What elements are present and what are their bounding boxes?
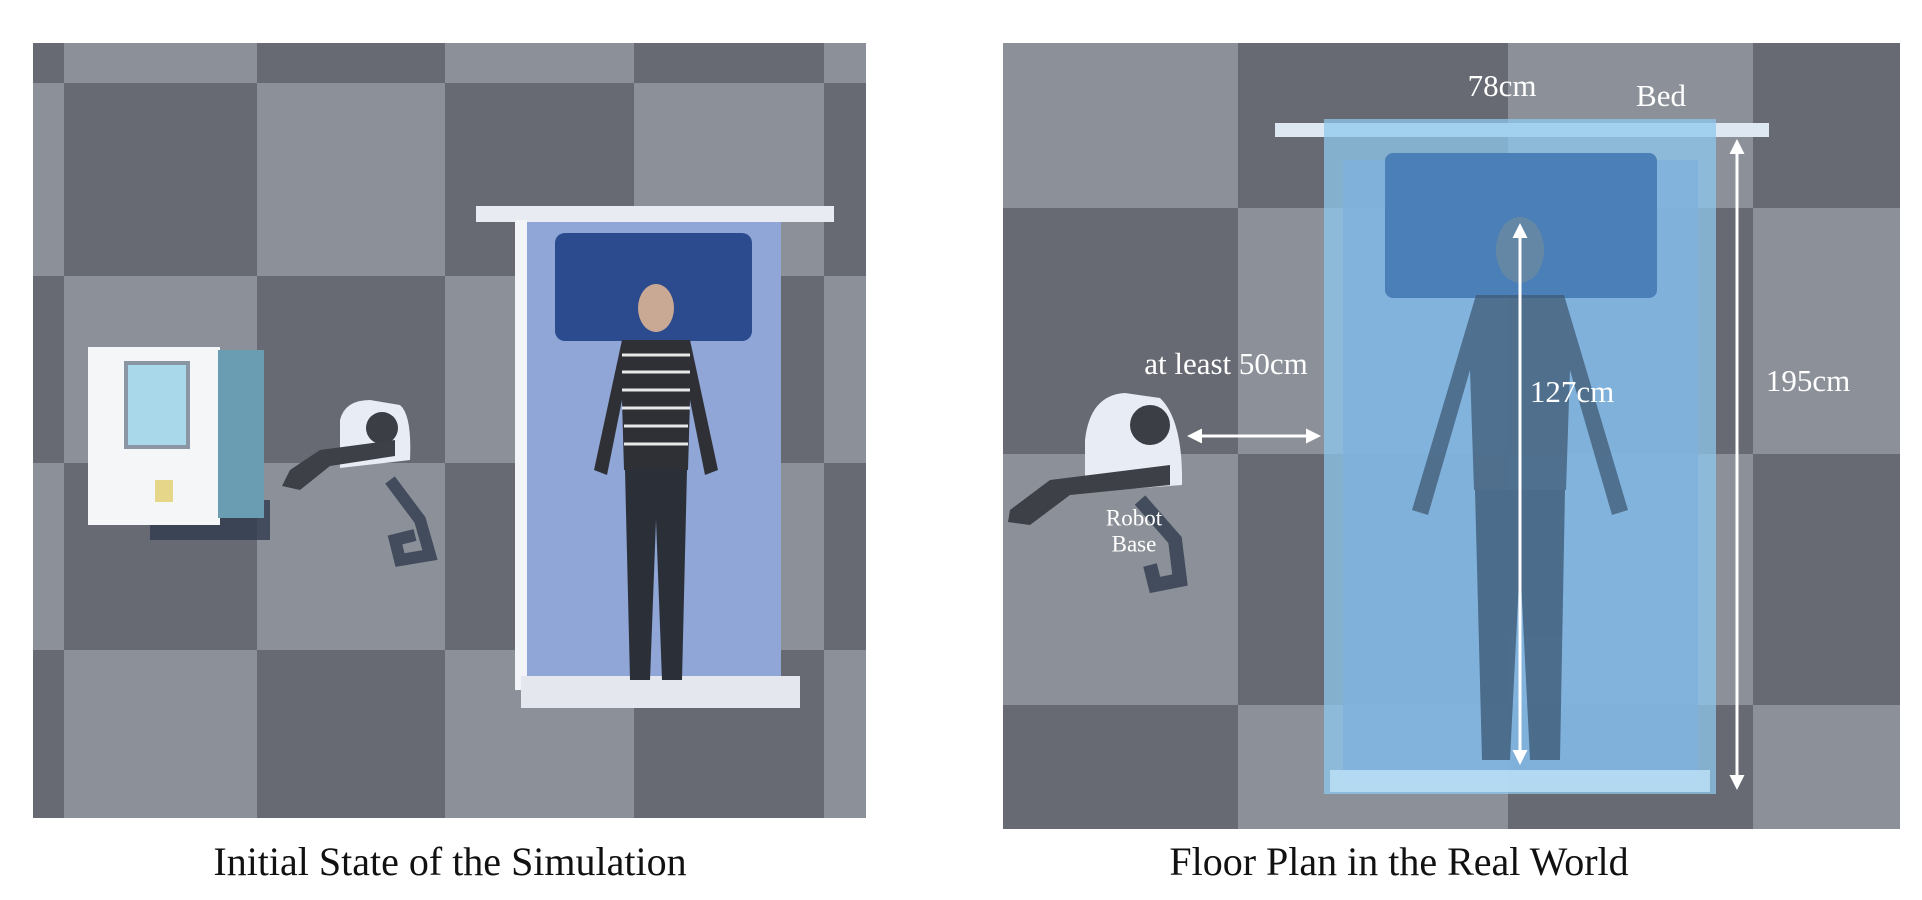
cabinet-side [218, 350, 264, 518]
bed-footboard [521, 676, 800, 708]
floor-tile [64, 43, 257, 83]
floor-tile [824, 276, 866, 463]
bed-label: Bed [1636, 78, 1686, 114]
floor-tile [1003, 705, 1238, 829]
floor-tile [33, 43, 64, 83]
cabinet-button [155, 480, 173, 502]
bed-footboard [1330, 770, 1710, 792]
caption-floor-plan: Floor Plan in the Real World [1169, 839, 1629, 884]
floor-tile [824, 43, 866, 83]
clearance-label: at least 50cm [1144, 346, 1308, 382]
floor-tile [64, 83, 257, 276]
floor-plan-objects [1008, 119, 1769, 794]
cabinet-window [124, 361, 190, 449]
robot-shadow [385, 476, 438, 567]
floor-tile [257, 43, 445, 83]
caption-simulation: Initial State of the Simulation [213, 839, 687, 884]
bed-length-label: 195cm [1765, 363, 1851, 399]
floor-tile [257, 83, 445, 276]
robot-shadow [1134, 495, 1188, 594]
floor-tile [33, 463, 64, 650]
floor-tile [445, 43, 634, 83]
robot-base-label-line2: Base [1111, 532, 1157, 557]
floor-tile [824, 83, 866, 276]
bed-headboard [476, 206, 834, 222]
floor-tile [1753, 208, 1900, 454]
floor-tile [1753, 454, 1900, 705]
person [594, 284, 718, 680]
floor-tile [64, 650, 257, 818]
simulation-objects [88, 206, 834, 708]
robot-base-label-line1: Robot [1105, 505, 1163, 531]
bed-frame [515, 220, 527, 690]
floor-tile [33, 83, 64, 276]
robot-arm [282, 440, 395, 490]
floor-tile [824, 650, 866, 818]
floor-tile [824, 463, 866, 650]
robot-base-label: Robot Base [1106, 506, 1162, 559]
floor-tile [1753, 705, 1900, 829]
floor-tile [1753, 43, 1900, 208]
floor-tile [257, 650, 445, 818]
robot-joint [1130, 405, 1170, 445]
robot-arm [1008, 465, 1170, 525]
floor-tile [634, 43, 824, 83]
robot-joint [366, 412, 398, 444]
floor-tile [1003, 43, 1238, 208]
floor-tile [33, 650, 64, 818]
floor-tile [33, 276, 64, 463]
bed-width-label: 78cm [1467, 68, 1537, 104]
person-height-label: 127cm [1529, 374, 1615, 410]
